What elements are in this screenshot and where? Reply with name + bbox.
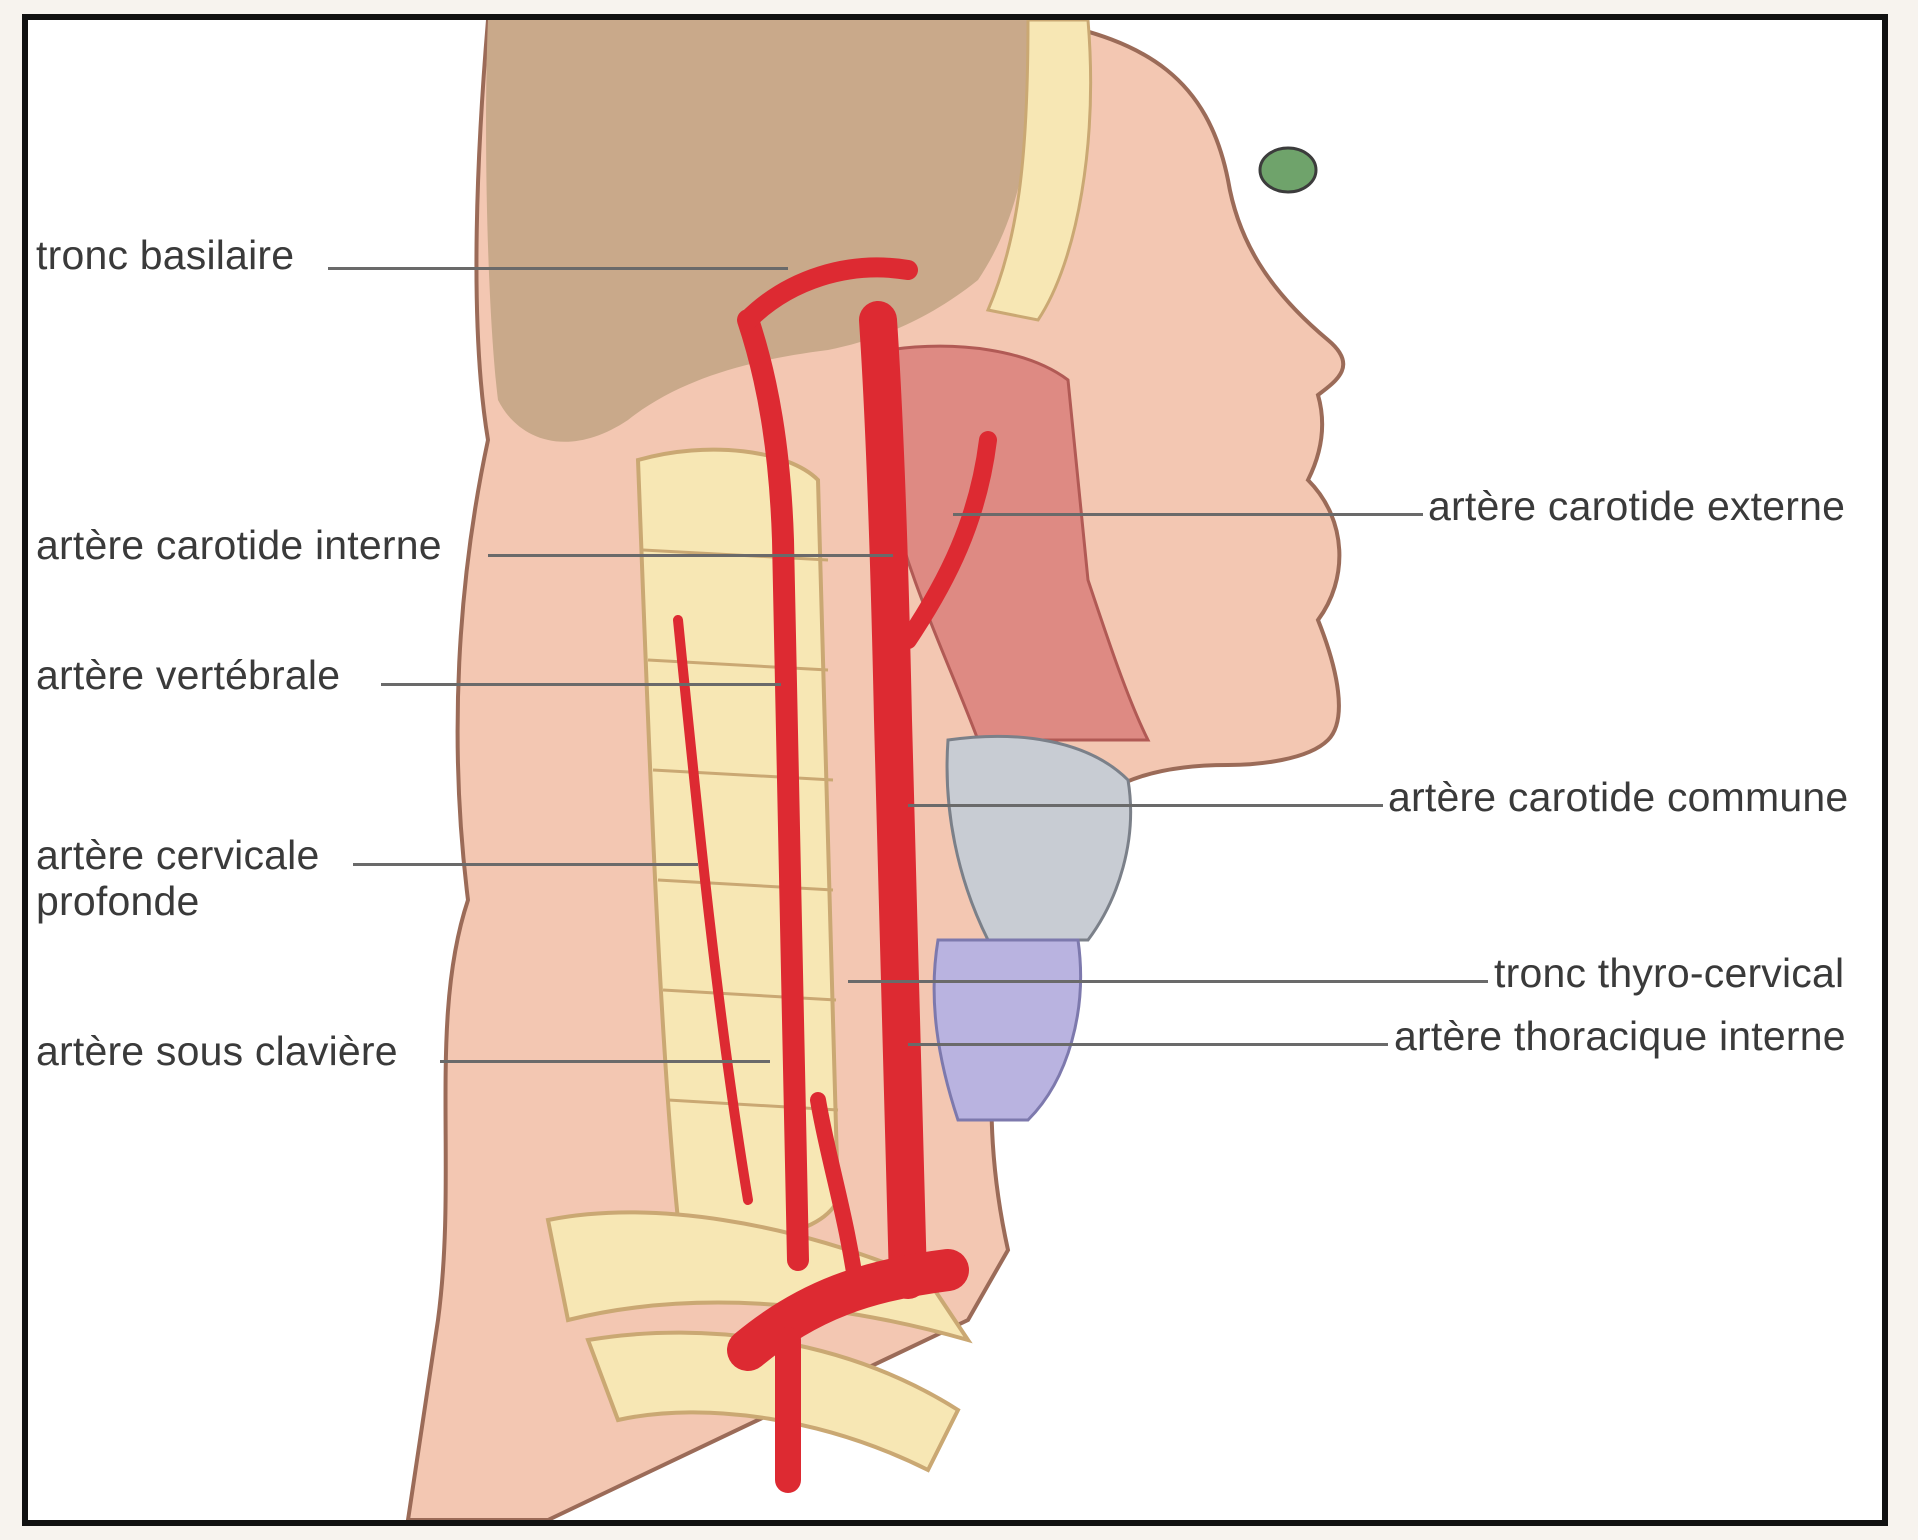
- leader-cervicale-profonde: [353, 863, 698, 866]
- leader-thyro-cervical: [848, 980, 1488, 983]
- neck-anatomy-illustration: [28, 20, 1882, 1520]
- eye: [1260, 148, 1316, 192]
- label-carotide-externe: artère carotide externe: [1428, 483, 1845, 529]
- thyroid: [934, 940, 1080, 1120]
- label-thyro-cervical: tronc thyro-cervical: [1494, 950, 1844, 996]
- label-carotide-commune: artère carotide commune: [1388, 774, 1848, 820]
- larynx: [947, 736, 1131, 940]
- leader-carotide-interne: [488, 554, 893, 557]
- leader-carotide-externe: [953, 513, 1423, 516]
- leader-tronc-basilaire: [328, 267, 788, 270]
- leader-carotide-commune: [908, 804, 1383, 807]
- leader-vertebrale: [381, 683, 781, 686]
- label-thoracique-interne: artère thoracique interne: [1394, 1013, 1846, 1059]
- label-cervicale-profonde-line2: profonde: [36, 878, 199, 924]
- leader-thoracique-interne: [908, 1043, 1388, 1046]
- label-tronc-basilaire: tronc basilaire: [36, 232, 294, 278]
- label-cervicale-profonde-line1: artère cervicale: [36, 832, 319, 878]
- leader-sous-claviere: [440, 1060, 770, 1063]
- label-vertebrale: artère vertébrale: [36, 652, 340, 698]
- label-carotide-interne: artère carotide interne: [36, 522, 442, 568]
- diagram-frame: tronc basilaire artère carotide interne …: [22, 14, 1888, 1526]
- label-sous-claviere: artère sous clavière: [36, 1028, 398, 1074]
